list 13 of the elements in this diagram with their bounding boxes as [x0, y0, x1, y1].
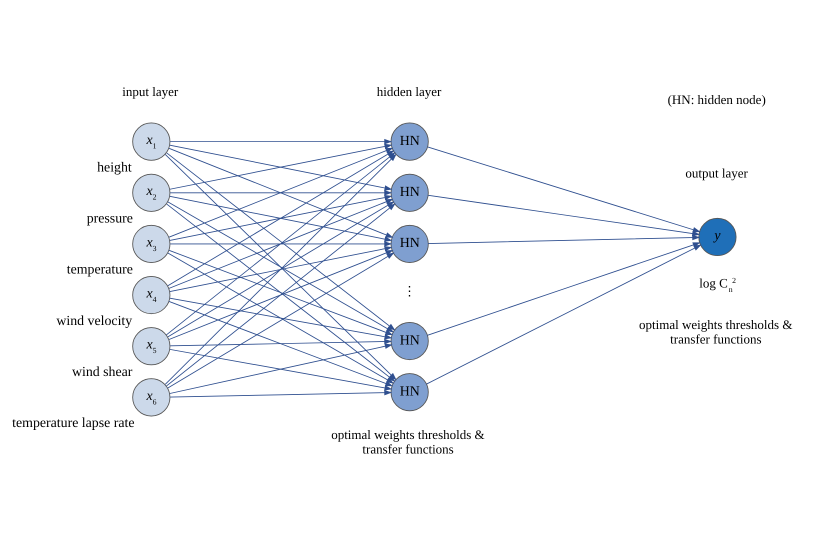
label: optimal weights thresholds & transfer functions: [331, 426, 485, 456]
node-label: wind velocity: [56, 313, 132, 328]
label: (HN: hidden node): [668, 91, 766, 106]
node-label: pressure: [86, 211, 133, 226]
node-label: temperature lapse rate: [12, 416, 135, 431]
node-label: height: [97, 160, 132, 175]
node-label: temperature: [66, 262, 133, 278]
label: output layer: [685, 165, 748, 180]
label: optimal weights thresholds & transfer functions: [638, 316, 792, 346]
label: input layer: [122, 84, 178, 99]
label: hidden layer: [376, 84, 442, 99]
label: ⋮: [403, 283, 416, 298]
node-label: wind shear: [72, 364, 132, 380]
